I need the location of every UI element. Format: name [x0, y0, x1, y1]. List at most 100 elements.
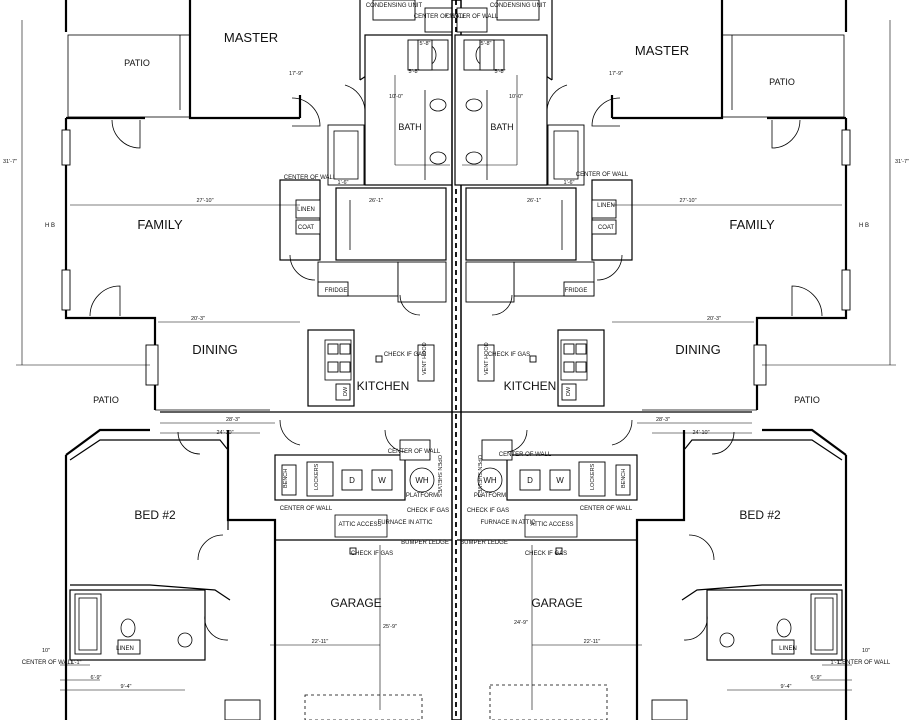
right-check-if-gas-note: CHECK IF GAS — [488, 352, 530, 358]
dim-right-6-9: 6'-9" — [811, 675, 822, 681]
right-lockers-note: LOCKERS — [590, 463, 596, 490]
dim-left-26-1: 26'-1" — [369, 198, 383, 204]
left-washer-label: W — [378, 476, 386, 485]
left-check-if-gas-note: CHECK IF GAS — [384, 352, 426, 358]
right-dw-note: DW — [566, 386, 572, 396]
right-center-of-wall-bath: CENTER OF WALL — [576, 172, 629, 178]
left-check-if-gas-garage: CHECK IF GAS — [351, 551, 393, 557]
dim-left-27-10: 27'-10" — [196, 198, 213, 204]
left-vent-hood-note: VENT HOOD — [422, 342, 428, 375]
left-attic-access-note: ATTIC ACCESS — [339, 522, 382, 528]
right-patio-top-label: PATIO — [769, 77, 795, 87]
left-linen-note: LINEN — [297, 207, 315, 213]
left-lockers-note: LOCKERS — [314, 463, 320, 490]
left-open-shelves-note: OPEN SHELVES — [436, 455, 442, 497]
left-center-of-wall-bed: CENTER OF WALL — [22, 660, 75, 666]
dim-right-22-11: 22'-11" — [584, 639, 601, 645]
dim-left-28-3: 28'-3" — [226, 417, 240, 423]
dim-left-25-9: 25'-9" — [383, 624, 397, 630]
left-kitchen-label: KITCHEN — [357, 379, 410, 393]
left-unit — [61, 0, 460, 720]
dim-right-9-4: 9'-4" — [781, 684, 792, 690]
dim-left-10-0: 10'-0" — [389, 94, 403, 100]
left-master-label: MASTER — [224, 30, 278, 45]
dim-left-5-8: 5'-8" — [420, 41, 431, 47]
right-bench-note: BENCH — [621, 469, 627, 488]
right-fridge-note: FRIDGE — [565, 288, 588, 294]
left-linen-bath-note: LINEN — [116, 646, 134, 652]
right-washer-label: W — [556, 476, 564, 485]
dimension-lines — [16, 20, 896, 710]
right-bumper-ledge-note: BUMPER LEDGE — [460, 540, 508, 546]
right-wh-label: WH — [483, 476, 497, 485]
left-center-of-wall-top: CENTER OF WALL — [414, 14, 467, 20]
right-vent-hood-note: VENT HOOD — [484, 342, 490, 375]
right-linen-note: LINEN — [597, 203, 615, 209]
right-center-of-wall-top: CENTER OF WALL — [446, 14, 499, 20]
left-family-label: FAMILY — [137, 217, 183, 232]
left-furnace-note: FURNACE IN ATTIC — [378, 520, 434, 526]
left-fridge-note: FRIDGE — [325, 288, 348, 294]
left-coat-note: COAT — [298, 225, 315, 231]
dimension-labels: 5'-8" 5'-8" 10'-0" 17'-9" 31'-7" 27'-10"… — [3, 41, 909, 690]
right-dryer-label: D — [527, 476, 533, 485]
right-center-of-wall-bed: CENTER OF WALL — [838, 660, 891, 666]
left-bench-note: BENCH — [283, 469, 289, 488]
right-kitchen-label: KITCHEN — [504, 379, 557, 393]
right-condensing-unit-note: CONDENSING UNIT — [490, 3, 547, 9]
right-family-label: FAMILY — [729, 217, 775, 232]
left-center-of-wall-bath: CENTER OF WALL — [284, 175, 337, 181]
right-check-if-gas-garage: CHECK IF GAS — [525, 551, 567, 557]
right-patio-bottom-label: PATIO — [794, 395, 820, 405]
left-patio-bottom-label: PATIO — [93, 395, 119, 405]
left-garage-label: GARAGE — [330, 596, 381, 610]
dim-right-20-3: 20'-3" — [707, 316, 721, 322]
dim-left-5-8-b: 5'-8" — [409, 69, 420, 75]
right-unit — [452, 0, 851, 720]
dim-right-31-7: 31'-7" — [895, 159, 909, 165]
dim-left-24-10: 24'-10" — [216, 430, 233, 436]
left-center-of-wall-laundry: CENTER OF WALL — [388, 449, 441, 455]
dim-left-10: 10" — [42, 648, 50, 654]
dim-right-1-6: 1'-6" — [564, 180, 575, 186]
dim-right-10: 10" — [862, 648, 870, 654]
dim-left-17-9: 17'-9" — [289, 71, 303, 77]
right-furnace-note: FURNACE IN ATTIC — [481, 520, 537, 526]
dim-left-1-1: 1'-1" — [71, 660, 82, 666]
right-bed2-label: BED #2 — [739, 508, 781, 522]
right-center-of-wall-laundry: CENTER OF WALL — [499, 452, 552, 458]
left-check-if-gas-laundry: CHECK IF GAS — [407, 508, 449, 514]
dim-right-10-0: 10'-0" — [509, 94, 523, 100]
right-garage-label: GARAGE — [531, 596, 582, 610]
left-patio-top-label: PATIO — [124, 58, 150, 68]
dim-right-1-1: 1'-1" — [831, 660, 842, 666]
left-bath-label: BATH — [398, 122, 421, 132]
door-swings — [89, 84, 823, 641]
right-linen-bath-note: LINEN — [779, 646, 797, 652]
dim-left-20-3: 20'-3" — [191, 316, 205, 322]
right-open-shelves-note: OPEN SHELVES — [476, 455, 482, 497]
left-dryer-label: D — [349, 476, 355, 485]
left-center-of-wall-garage: CENTER OF WALL — [280, 506, 333, 512]
dim-left-31-7: 31'-7" — [3, 159, 17, 165]
left-hose-bib-note: H B — [45, 223, 55, 229]
left-platform-note: PLATFORM — [406, 493, 438, 499]
left-labels: MASTER PATIO FAMILY DINING KITCHEN PATIO… — [22, 3, 467, 666]
right-dining-label: DINING — [675, 342, 721, 357]
left-wh-label: WH — [415, 476, 429, 485]
dim-left-22-11: 22'-11" — [312, 639, 329, 645]
right-center-of-wall-garage: CENTER OF WALL — [580, 506, 633, 512]
dim-right-24-9: 24'-9" — [514, 620, 528, 626]
left-bumper-ledge-note: BUMPER LEDGE — [401, 540, 449, 546]
right-hose-bib-note: H B — [859, 223, 869, 229]
dim-left-1-6: 1'-6" — [338, 180, 349, 186]
right-check-if-gas-laundry: CHECK IF GAS — [467, 508, 509, 514]
dim-left-6-9: 6'-9" — [91, 675, 102, 681]
dim-right-24-10: 24'-10" — [692, 430, 709, 436]
dim-left-9-4: 9'-4" — [121, 684, 132, 690]
left-dining-label: DINING — [192, 342, 238, 357]
right-labels: MASTER PATIO FAMILY DINING KITCHEN PATIO… — [446, 3, 891, 666]
left-bed2-label: BED #2 — [134, 508, 176, 522]
left-patio-top-area — [67, 34, 191, 118]
right-platform-note: PLATFORM — [474, 493, 506, 499]
